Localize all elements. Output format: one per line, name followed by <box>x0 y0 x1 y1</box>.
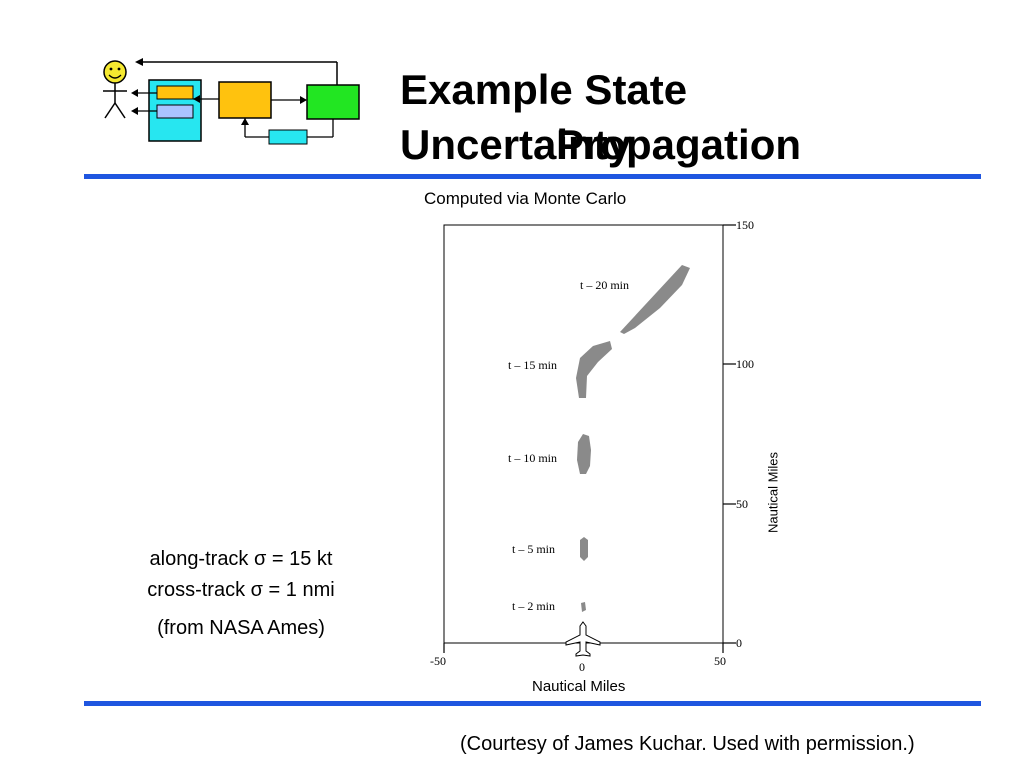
y-tick-label: 50 <box>736 497 748 511</box>
x-tick-label: -50 <box>430 654 446 668</box>
control-loop-diagram-icon <box>103 58 360 145</box>
x-axis-title: Nautical Miles <box>532 678 626 695</box>
y-tick-label: 100 <box>736 357 754 371</box>
plot-caption: Computed via Monte Carlo <box>424 189 627 208</box>
x-tick-label: 0 <box>579 660 585 674</box>
title-line-2: Uncertainty <box>400 121 632 168</box>
uncertainty-region-20min <box>620 265 690 334</box>
time-label: t – 20 min <box>580 278 629 292</box>
title-line-1: Example State <box>400 66 688 113</box>
time-label: t – 10 min <box>508 451 557 465</box>
uncertainty-plot: 150 100 50 0 -50 0 50 t – 20 min t – 15 … <box>430 218 754 674</box>
footer-rule <box>84 701 981 706</box>
airplane-icon <box>565 621 601 657</box>
uncertainty-region-10min <box>577 434 591 474</box>
source-note: (from NASA Ames) <box>157 617 325 639</box>
x-tick-label: 50 <box>714 654 726 668</box>
y-tick-label: 0 <box>736 636 742 650</box>
uncertainty-region-15min <box>576 341 612 398</box>
y-axis-title: Nautical Miles <box>765 452 781 533</box>
header-rule <box>84 174 981 179</box>
y-tick-label: 150 <box>736 218 754 232</box>
courtesy-note: (Courtesy of James Kuchar. Used with per… <box>460 733 915 755</box>
time-label: t – 15 min <box>508 358 557 372</box>
uncertainty-region-2min <box>581 602 586 612</box>
along-track-note: along-track σ = 15 kt <box>149 548 333 570</box>
time-label: t – 5 min <box>512 542 555 556</box>
cross-track-note: cross-track σ = 1 nmi <box>147 579 335 601</box>
title-line-3: Propagation <box>556 121 802 168</box>
uncertainty-region-5min <box>580 537 588 561</box>
stick-figure-icon <box>103 60 127 119</box>
time-label: t – 2 min <box>512 599 555 613</box>
